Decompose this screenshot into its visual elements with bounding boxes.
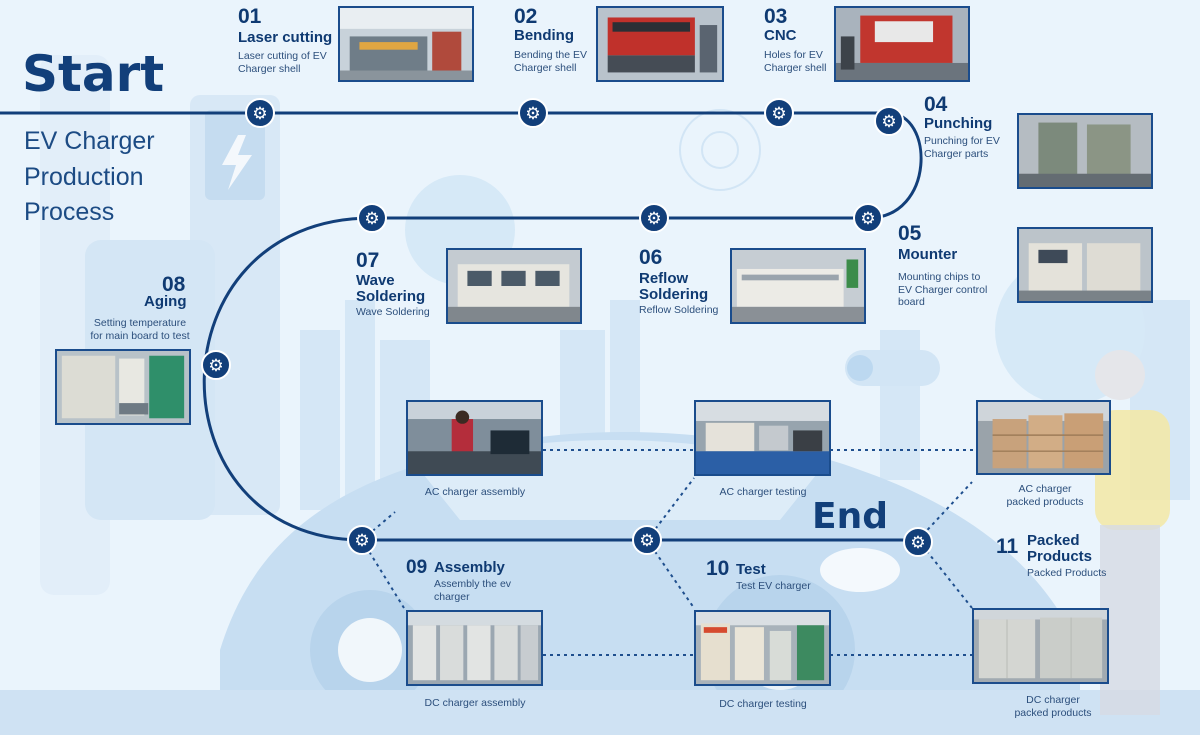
step-title: Punching [924, 115, 993, 132]
step-title: Aging [144, 293, 187, 310]
subtitle-line: Production [24, 162, 144, 191]
gear-icon: ⚙ [201, 350, 231, 380]
step-number: 05 [898, 222, 922, 245]
start-label: Start [22, 45, 165, 103]
gear-icon: ⚙ [245, 98, 275, 128]
photo-ac-charger-assembly [406, 400, 543, 476]
gear-icon: ⚙ [632, 525, 662, 555]
step-title: Laser cutting [238, 29, 333, 46]
step-title: Mounter [898, 246, 958, 263]
photo-aging [55, 349, 191, 425]
photo-bending [596, 6, 724, 82]
process-subtitle: EV Charger Production Process [24, 124, 155, 231]
photo-dc-charger-assembly [406, 610, 543, 686]
step-number: 09 [406, 557, 428, 578]
caption-dc-charger-testing: DC charger testing [719, 698, 807, 710]
step-number: 04 [924, 93, 948, 116]
photo-punching [1017, 113, 1153, 189]
process-flow-line [0, 111, 923, 542]
photo-ac-charger-testing [694, 400, 831, 476]
step-number: 03 [764, 5, 788, 28]
caption-ac-charger-assembly: AC charger assembly [424, 486, 526, 498]
step-description: Test EV charger [736, 580, 811, 592]
step-number: 08 [162, 273, 186, 296]
caption-ac-charger-testing: AC charger testing [719, 486, 807, 498]
photo-ac-charger-packed [976, 400, 1111, 475]
step-number: 01 [238, 5, 262, 28]
gear-icon: ⚙ [357, 203, 387, 233]
gear-icon: ⚙ [853, 203, 883, 233]
gear-icon: ⚙ [764, 98, 794, 128]
photo-cnc [834, 6, 970, 82]
step-description: Reflow Soldering [639, 304, 719, 316]
subtitle-line: Process [24, 198, 115, 226]
photo-reflow-soldering [730, 248, 866, 324]
photo-laser-cutting [338, 6, 474, 82]
photo-dc-charger-testing [694, 610, 831, 686]
gear-icon: ⚙ [874, 106, 904, 136]
caption-dc-charger-assembly: DC charger assembly [424, 697, 526, 709]
step-number: 10 [706, 557, 730, 580]
step-description: Wave Soldering [356, 306, 430, 318]
step-description: Packed Products [1027, 567, 1107, 579]
photo-wave-soldering [446, 248, 582, 324]
step-number: 07 [356, 249, 380, 272]
step-title: Test [736, 561, 766, 578]
photo-mounter [1017, 227, 1153, 303]
step-title: Assembly [434, 559, 505, 576]
gear-icon: ⚙ [347, 525, 377, 555]
gear-icon: ⚙ [518, 98, 548, 128]
end-label: End [812, 496, 888, 537]
step-title: Bending [514, 27, 574, 44]
subtitle-line: EV Charger [24, 127, 155, 155]
gear-icon: ⚙ [903, 527, 933, 557]
photo-dc-charger-packed [972, 608, 1109, 684]
step-number: 11 [996, 535, 1019, 558]
step-title: CNC [764, 27, 797, 44]
gear-icon: ⚙ [639, 203, 669, 233]
step-number: 02 [514, 5, 538, 28]
step-number: 06 [639, 246, 663, 269]
